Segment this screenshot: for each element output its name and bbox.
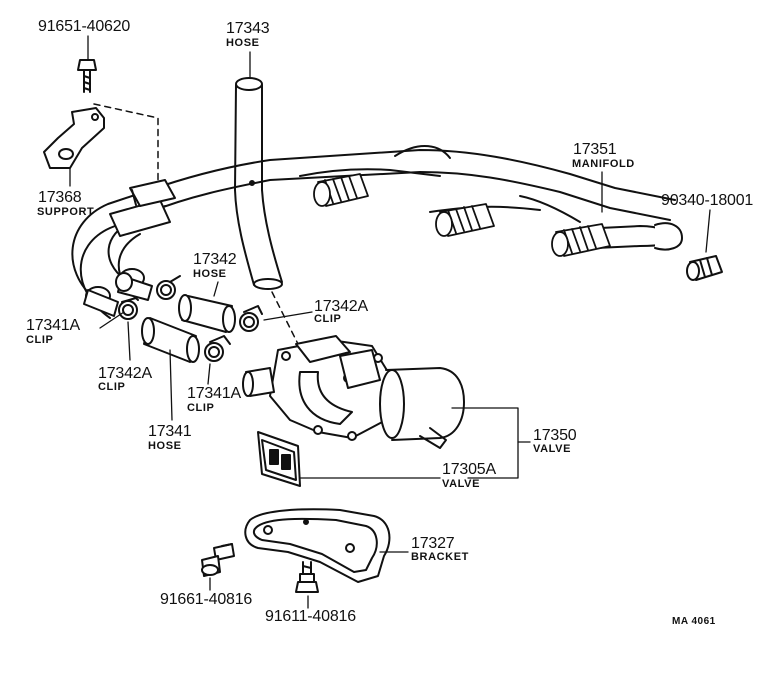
assembly-guide-line [271,291,303,353]
callout-hose-main-name: HOSE [226,37,260,49]
long-hose-part [83,289,231,363]
manifold-corrugated-hoses [313,173,611,257]
callout-bolt-top-number: 91651-40620 [38,18,131,35]
leader-lines [69,35,711,609]
callout-sub-valve-number: 17305A [442,461,496,478]
callout-support-name: SUPPORT [37,206,95,218]
callout-manifold-name: MANIFOLD [572,158,635,170]
figure-code: MA 4061 [672,616,716,627]
plug-part [686,255,723,281]
callout-support-number: 17368 [38,189,82,206]
callout-clip-d-name: CLIP [187,402,215,414]
callout-sub-valve-name: VALVE [442,478,481,490]
bracket-part [244,508,391,583]
sub-valve-part [257,431,301,487]
callout-hose-long-name: HOSE [148,440,182,452]
callout-clip-c-number: 17342A [98,365,152,382]
callout-clip-c-name: CLIP [98,381,126,393]
callout-plug-number: 90340-18001 [661,192,754,209]
callout-hose-main-number: 17343 [226,20,270,37]
callout-clip-b-number: 17341A [26,317,80,334]
callout-clip-a-name: CLIP [314,313,342,325]
callout-hose-long-number: 17341 [148,423,192,440]
callout-clip-d-number: 17341A [187,385,241,402]
callout-bolt-bottom-number: 91611-40816 [265,608,356,625]
callout-clip-b-name: CLIP [26,334,54,346]
callout-bracket-name: BRACKET [411,551,469,563]
short-hose-part [115,272,263,333]
callout-clip-a-number: 17342A [314,298,368,315]
bolt-left-part [201,543,235,577]
callout-valve-number: 17350 [533,427,577,444]
bolt-bottom-part [295,561,319,593]
callout-hose-short-number: 17342 [193,251,237,268]
callout-bracket-number: 17327 [411,535,455,552]
callout-valve-name: VALVE [533,443,572,455]
callout-manifold-number: 17351 [573,141,617,158]
bolt-and-support-part [43,59,159,181]
callout-bolt-left-number: 91661-40816 [160,591,253,608]
main-hose-part [234,77,283,290]
valve-part [242,335,465,449]
callout-hose-short-name: HOSE [193,268,227,280]
